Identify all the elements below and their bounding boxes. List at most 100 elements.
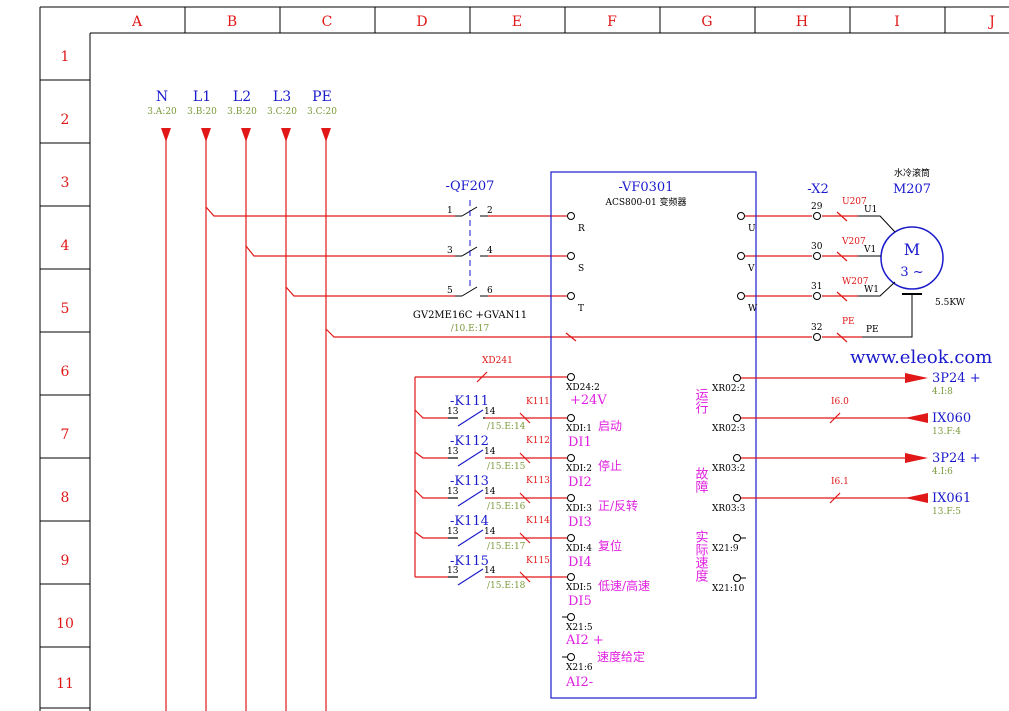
bus-ref: 3.B:20 <box>227 107 257 117</box>
vfd-tag: -VF0301 <box>619 180 674 195</box>
column-label: I <box>894 14 900 30</box>
terminal-pin: 32 <box>811 323 822 333</box>
motor-power: 5.5KW <box>935 298 966 308</box>
vfd-input-t: T <box>578 304 584 314</box>
breaker-tag: -QF207 <box>446 179 495 194</box>
contact-pin: 13 <box>447 407 459 417</box>
contact-tag: -K111 <box>450 394 489 409</box>
vfd-input-r: R <box>578 224 585 234</box>
terminal-x2: -X2 29 30 31 32 <box>807 182 829 341</box>
contact-wire: K115 <box>526 556 550 566</box>
contact-pin: 14 <box>484 566 496 576</box>
di-label: DI4 <box>568 555 592 570</box>
motor-wire: U207 <box>842 197 867 207</box>
vfd-terminal: X21:6 <box>566 663 593 673</box>
motor-tag: M207 <box>893 182 931 197</box>
motor-phase: 3 ~ <box>900 265 923 280</box>
relay-terminal: XR02:2 <box>712 384 745 394</box>
row-label: 3 <box>61 175 70 191</box>
contact-pin: 14 <box>484 527 496 537</box>
vfd-vf0301: -VF0301 ACS800-01 变频器 R S T U V W <box>550 171 758 699</box>
relay-contacts <box>448 409 485 586</box>
breaker-pin: 4 <box>487 246 493 256</box>
vfd-terminal: X21:5 <box>566 623 593 633</box>
bus-ref: 3.A:20 <box>147 107 177 117</box>
bus-ref: 3.C:20 <box>307 107 337 117</box>
contact-pin: 13 <box>447 527 459 537</box>
signal-name: IX060 <box>932 411 971 426</box>
supply-buses: N L1 L2 L3 PE 3.A:20 3.B:20 3.B:20 3.C:2… <box>147 89 337 711</box>
contact-wire: K113 <box>526 476 550 486</box>
vfd-model: ACS800-01 变频器 <box>604 196 686 208</box>
breaker-pin: 6 <box>487 286 493 296</box>
row-label: 4 <box>61 238 70 254</box>
breaker-pin: 3 <box>447 246 453 256</box>
contact-tag: -K113 <box>450 474 489 489</box>
breaker-ref: /10.E:17 <box>451 324 490 334</box>
column-label: G <box>701 14 712 30</box>
vfd-terminal: XDI:1 <box>566 424 592 434</box>
motor-wire: W207 <box>842 277 869 287</box>
vfd-terminal: XDI:3 <box>566 504 592 514</box>
motor-name: 水冷滚筒 <box>894 167 930 179</box>
di-label: DI3 <box>568 515 592 530</box>
speed-label: 实际速度 <box>693 530 709 582</box>
breaker-model: GV2ME16C +GVAN11 <box>413 310 527 321</box>
di-function: 正/反转 <box>598 498 638 513</box>
motor-wire: V207 <box>841 237 866 247</box>
contact-wire: K112 <box>526 436 550 446</box>
column-label: J <box>987 14 995 30</box>
di-function: 启动 <box>598 419 622 433</box>
vfd-terminal: XDI:4 <box>566 544 592 554</box>
power-wiring <box>205 206 862 343</box>
terminal-pin: 29 <box>811 202 823 212</box>
motor-term: PE <box>866 325 879 335</box>
analog-label: AI2- <box>565 675 593 690</box>
contact-pin: 13 <box>447 566 459 576</box>
vfd-digital-inputs: XD24:2 XDI:1 XDI:2 XDI:3 XDI:4 XDI:5 X21… <box>562 373 650 690</box>
power-label: +24V <box>570 393 607 408</box>
row-label: 11 <box>56 676 74 692</box>
di-function: 复位 <box>598 538 622 553</box>
row-label: 10 <box>56 616 74 632</box>
contact-wire: K111 <box>526 397 550 407</box>
analog-label: AI2 + <box>565 633 604 648</box>
contact-pin: 13 <box>447 447 459 457</box>
breaker-pin: 5 <box>447 286 453 296</box>
vfd-relay-outputs: XR02:2 XR02:3 XR03:2 XR03:3 X21:9 X21:10… <box>693 371 981 594</box>
fault-label: 故障 <box>693 467 709 493</box>
signal-ref: 4.I:8 <box>932 387 953 397</box>
run-label: 运行 <box>693 388 709 415</box>
di-label: DI5 <box>568 594 592 609</box>
control-input-wiring <box>414 371 568 583</box>
output-wire: I6.0 <box>831 397 849 407</box>
contact-tag: -K114 <box>450 514 489 529</box>
vfd-output-w: W <box>748 304 758 314</box>
bus-label-l1: L1 <box>193 89 211 105</box>
contact-wire: K114 <box>526 516 550 526</box>
contact-pin: 13 <box>447 487 459 497</box>
row-label: 1 <box>61 49 70 65</box>
vfd-input-s: S <box>578 264 584 274</box>
di-function: 低速/高速 <box>598 578 650 593</box>
column-label: H <box>796 14 808 30</box>
bus-label-l2: L2 <box>233 89 251 105</box>
motor-term: V1 <box>863 245 876 255</box>
vfd-output-u: U <box>748 224 756 234</box>
breaker-qf207: -QF207 1 2 3 4 5 6 GV2ME16C +GVAN11 /10.… <box>413 179 527 334</box>
di-function: 停止 <box>598 458 622 473</box>
di-label: DI1 <box>568 435 592 450</box>
column-labels: A B C D E F G H I J <box>131 14 995 30</box>
contact-labels: -K111 -K112 -K113 -K114 -K115 13 14 13 1… <box>447 356 550 591</box>
contact-tag: -K112 <box>450 434 489 449</box>
signal-ref: 4.I:6 <box>932 467 953 477</box>
signal-name: IX061 <box>932 491 971 506</box>
motor-wire: PE <box>842 317 855 327</box>
row-labels: 1 2 3 4 5 6 7 8 9 10 11 <box>56 49 74 692</box>
motor-m207: 水冷滚筒 M207 M 3 ~ 5.5KW U207 V207 W207 PE … <box>841 167 966 338</box>
row-label: 7 <box>61 427 70 443</box>
column-label: A <box>131 14 143 30</box>
output-wire: I6.1 <box>831 477 849 487</box>
row-label: 8 <box>61 490 70 506</box>
